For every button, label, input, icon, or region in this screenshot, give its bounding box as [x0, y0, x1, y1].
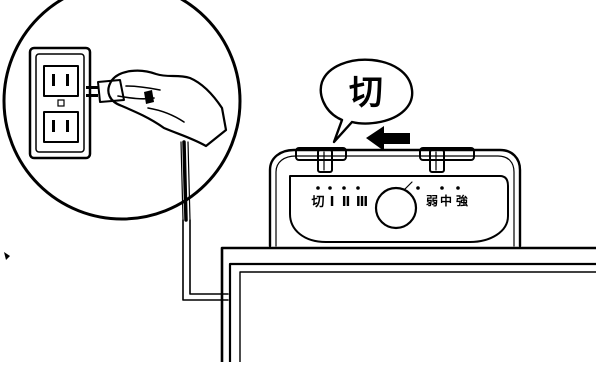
speed-label-high: 強	[456, 193, 468, 208]
wall-outlet	[28, 46, 92, 160]
mode-switch-labels: 切 Ⅰ Ⅱ Ⅲ	[311, 195, 368, 210]
power-plug	[86, 79, 125, 103]
switch-label-1: Ⅰ	[330, 195, 335, 210]
speed-label-mid: 中	[440, 193, 452, 208]
hand-pulling-plug	[107, 69, 228, 148]
power-cord-outside	[182, 219, 229, 301]
inset-circle	[2, 0, 242, 221]
control-panel	[289, 175, 509, 243]
left-slide-switch[interactable]	[295, 147, 347, 173]
off-callout-bubble: 切	[319, 58, 414, 144]
magnified-outlet-inset	[2, 0, 242, 222]
switch-label-2: Ⅱ	[342, 195, 351, 210]
lower-cabinet	[220, 246, 596, 364]
appliance-unit: 切 Ⅰ Ⅱ Ⅲ 弱 中 強	[268, 147, 522, 248]
switch-label-off: 切	[311, 195, 324, 210]
speed-labels: 弱 中 強	[426, 193, 468, 208]
right-slide-switch[interactable]	[419, 147, 475, 173]
speed-label-low: 弱	[426, 193, 438, 208]
callout-off-label: 切	[349, 73, 383, 113]
stray-mark	[4, 252, 10, 260]
indicator-dots	[316, 186, 460, 190]
power-cord	[182, 140, 188, 222]
speed-dial[interactable]	[374, 186, 418, 230]
slide-left-arrow-icon	[366, 126, 410, 151]
switch-label-3: Ⅲ	[356, 195, 368, 210]
